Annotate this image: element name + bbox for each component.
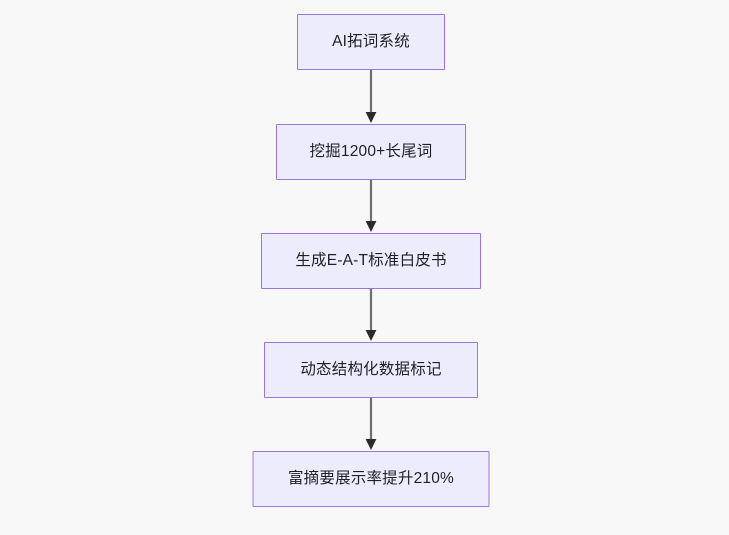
flowchart-node-label: 富摘要展示率提升210%: [287, 470, 455, 488]
flowchart-edge-n4-n5: [365, 398, 377, 450]
flowchart-node-n1[interactable]: AI拓词系统: [297, 14, 445, 70]
flowchart-node-label: AI拓词系统: [332, 33, 410, 51]
flowchart-node-label: 动态结构化数据标记: [300, 361, 442, 379]
arrow-down-icon: [365, 330, 377, 341]
flowchart-edge-n1-n2: [365, 70, 377, 123]
flowchart-node-label: 生成E-A-T标准白皮书: [295, 252, 447, 270]
arrow-down-icon: [365, 221, 377, 232]
flowchart-node-n5[interactable]: 富摘要展示率提升210%: [252, 451, 490, 507]
flowchart-edge-n2-n3: [365, 180, 377, 232]
arrow-down-icon: [365, 439, 377, 450]
flowchart-node-label: 挖掘1200+长尾词: [309, 143, 433, 161]
flowchart-edge-n3-n4: [365, 289, 377, 341]
flowchart-node-n4[interactable]: 动态结构化数据标记: [264, 342, 478, 398]
flowchart-node-n3[interactable]: 生成E-A-T标准白皮书: [261, 233, 481, 289]
arrow-down-icon: [365, 112, 377, 123]
flowchart-node-n2[interactable]: 挖掘1200+长尾词: [276, 124, 466, 180]
